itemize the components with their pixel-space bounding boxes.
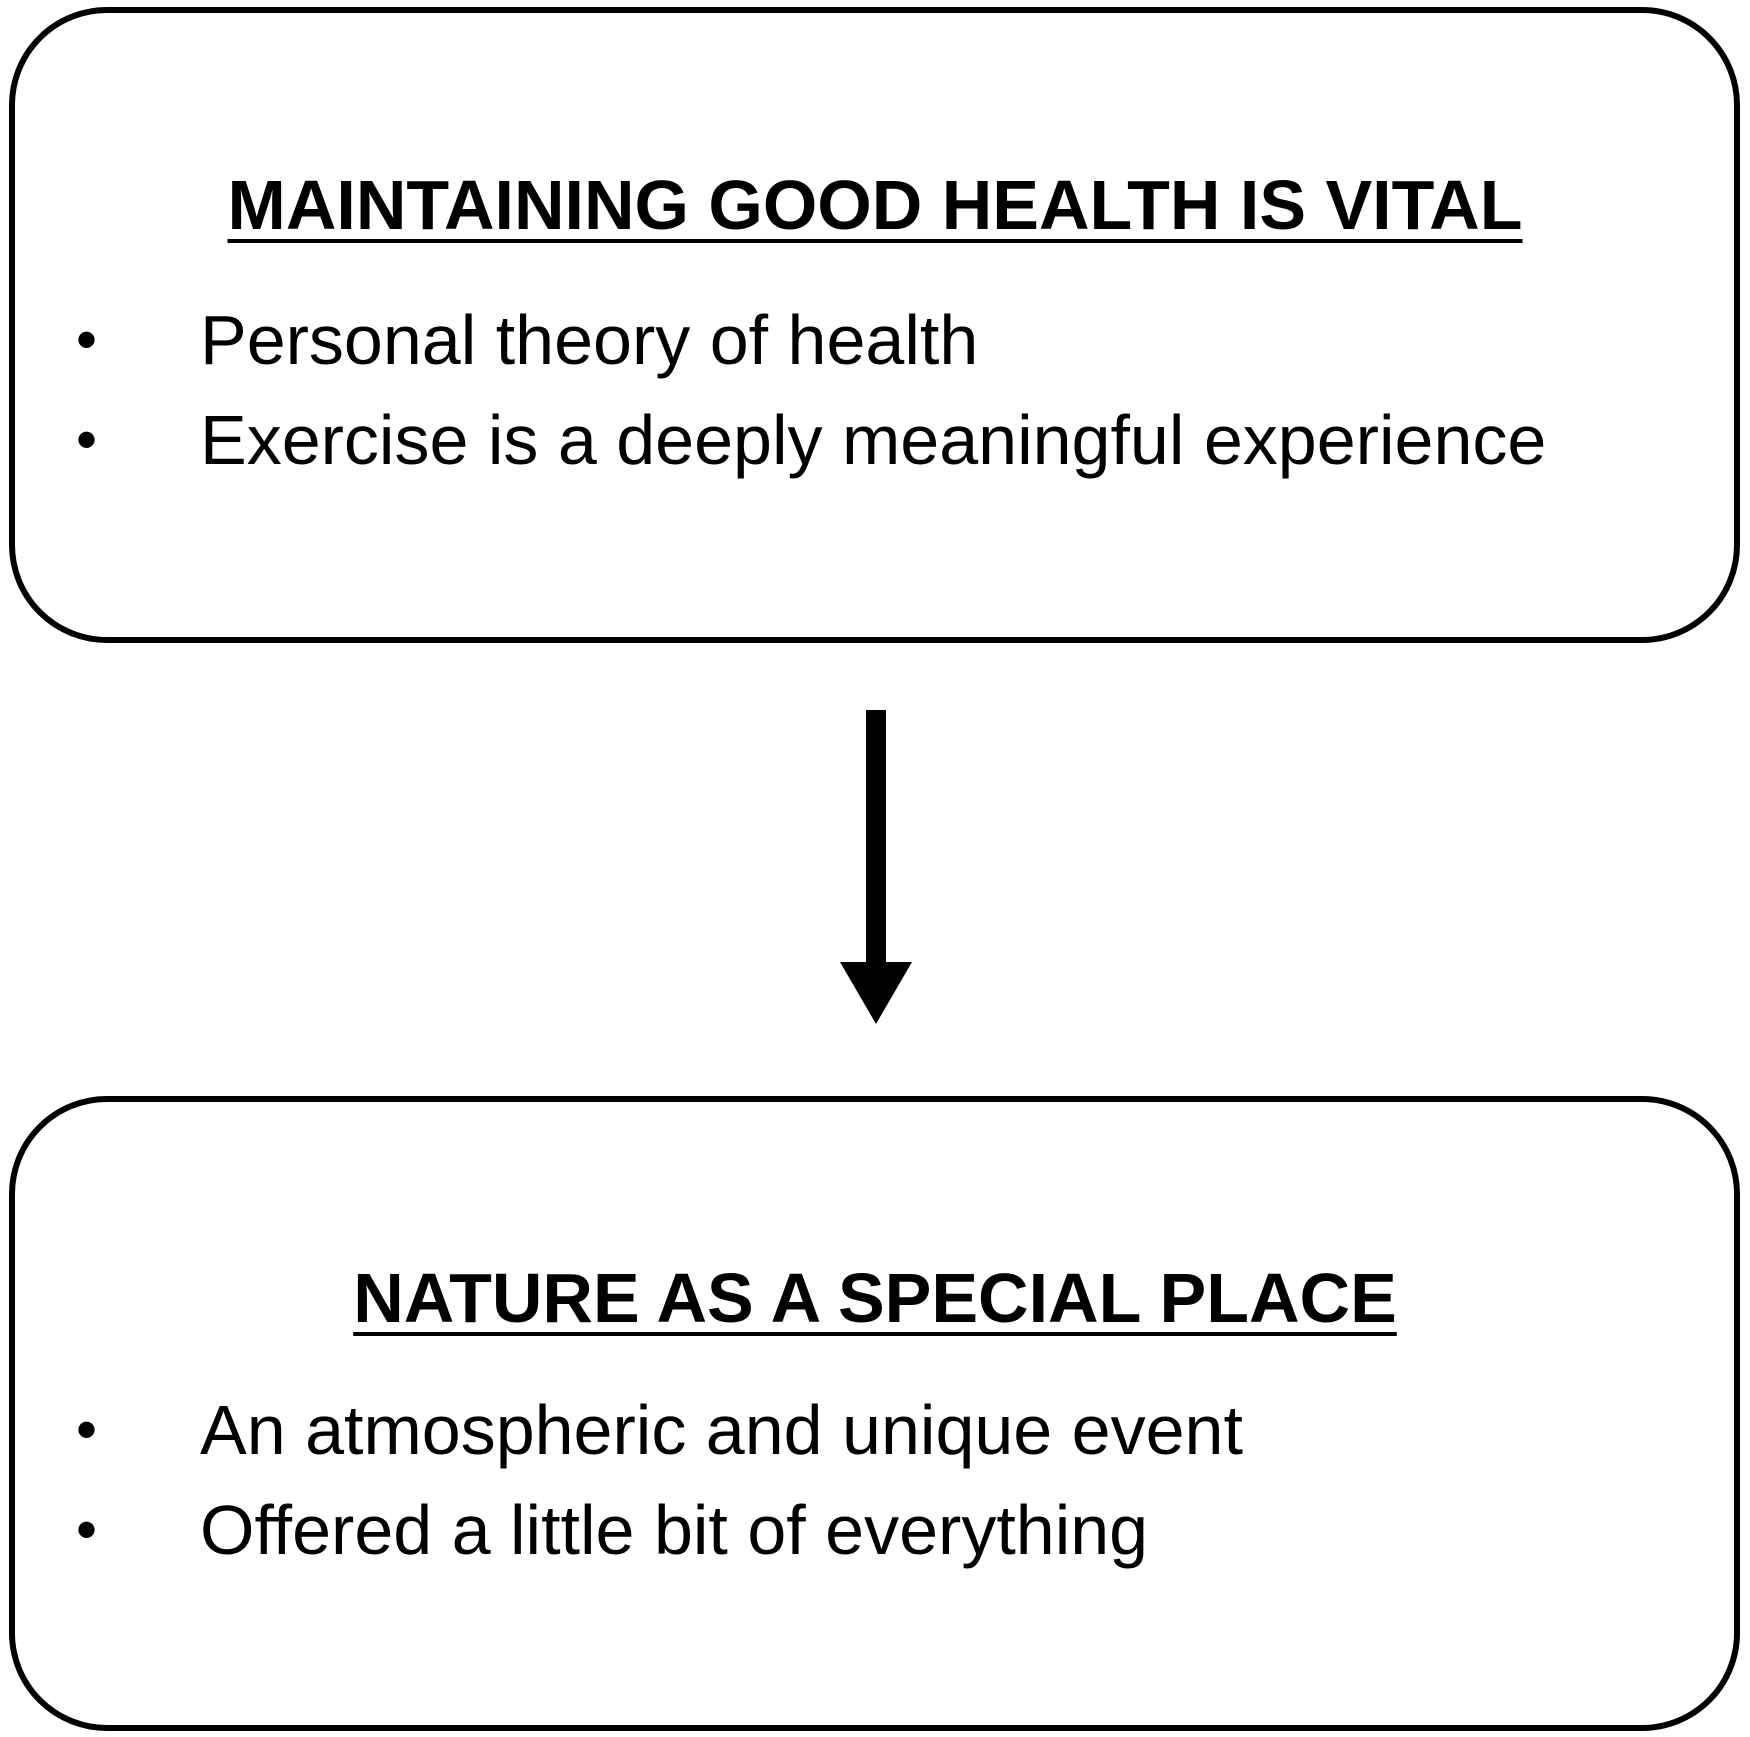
- bullet-icon: •: [76, 1496, 98, 1563]
- list-item: • Personal theory of health: [0, 290, 1750, 390]
- theme-list-nature: • An atmospheric and unique event • Offe…: [0, 1380, 1750, 1580]
- theme-title-health-text: MAINTAINING GOOD HEALTH IS VITAL: [227, 166, 1523, 244]
- down-arrow-icon: [840, 710, 912, 1024]
- theme-title-nature-text: NATURE AS A SPECIAL PLACE: [353, 1259, 1397, 1337]
- list-item: • Exercise is a deeply meaningful experi…: [0, 390, 1750, 490]
- list-item: • Offered a little bit of everything: [0, 1480, 1750, 1580]
- arrow-shaft: [866, 710, 886, 965]
- bullet-icon: •: [76, 406, 98, 473]
- arrow-head: [840, 962, 912, 1024]
- list-item-text: Exercise is a deeply meaningful experien…: [200, 401, 1547, 479]
- theme-box-health: [9, 7, 1740, 643]
- list-item: • An atmospheric and unique event: [0, 1380, 1750, 1480]
- theme-list-health: • Personal theory of health • Exercise i…: [0, 290, 1750, 490]
- theme-title-nature: NATURE AS A SPECIAL PLACE: [0, 1258, 1750, 1338]
- theme-title-health: MAINTAINING GOOD HEALTH IS VITAL: [0, 165, 1750, 245]
- list-item-text: Offered a little bit of everything: [200, 1491, 1149, 1569]
- list-item-text: Personal theory of health: [200, 301, 979, 379]
- bullet-icon: •: [76, 306, 98, 373]
- theme-box-nature: [9, 1096, 1740, 1731]
- bullet-icon: •: [76, 1396, 98, 1463]
- list-item-text: An atmospheric and unique event: [200, 1391, 1243, 1469]
